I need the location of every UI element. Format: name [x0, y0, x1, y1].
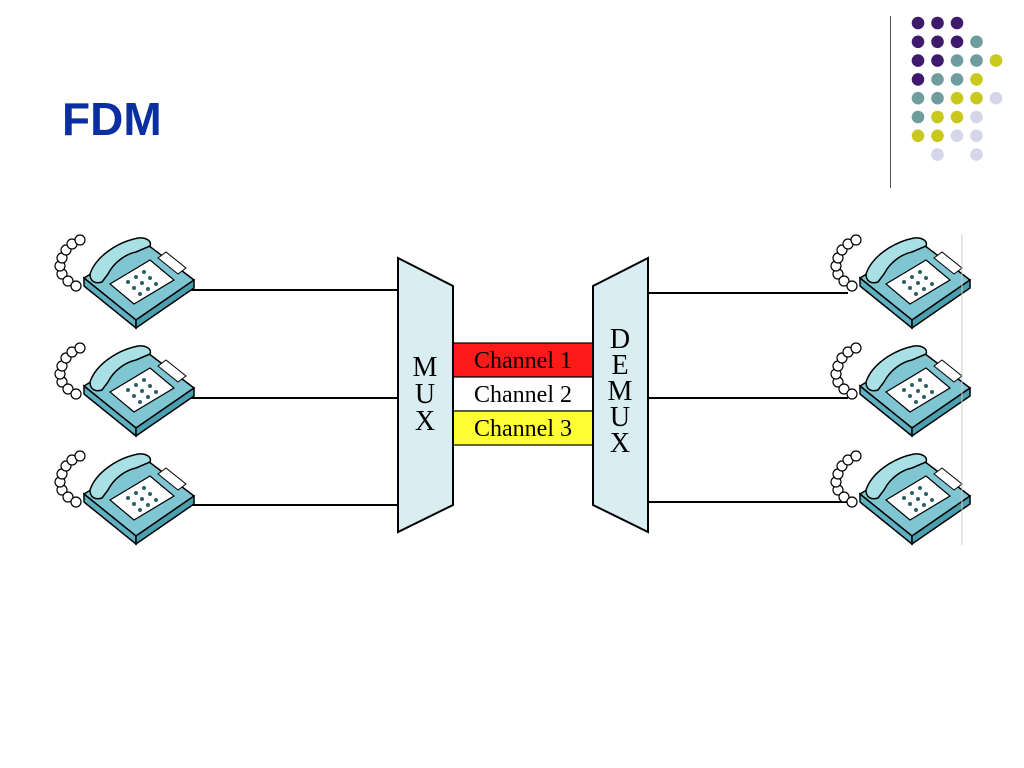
mux-letter: X — [415, 406, 435, 437]
demux-letter: M — [608, 376, 633, 407]
telephone-icon — [54, 342, 195, 437]
telephone-icon — [54, 450, 195, 545]
decorative-dot — [970, 91, 983, 105]
channel-label-1: Channel 1 — [474, 348, 572, 374]
decorative-dot — [950, 54, 964, 67]
demux-letter: X — [610, 428, 630, 459]
demux-letter: D — [610, 324, 630, 355]
demux-block — [592, 256, 649, 534]
decorative-dot — [911, 54, 925, 67]
channel-label-2: Channel 2 — [474, 382, 572, 408]
decorative-dot — [911, 91, 925, 105]
decorative-dot — [970, 110, 983, 124]
channel-band-3 — [452, 410, 594, 446]
mux-letter: U — [415, 379, 435, 410]
mux-block — [397, 256, 454, 534]
decorative-dot — [970, 35, 983, 49]
decorative-dot — [931, 129, 944, 143]
decorative-dot-grid — [911, 16, 1003, 161]
decorative-dot — [970, 129, 983, 143]
title-divider — [890, 16, 891, 188]
decorative-dot — [950, 91, 964, 105]
channel-label-3: Channel 3 — [474, 416, 572, 442]
decorative-dot — [931, 35, 944, 49]
decorative-dot — [950, 73, 964, 86]
telephone-icon — [830, 450, 971, 545]
decorative-dot — [911, 129, 925, 143]
decorative-dot — [931, 54, 944, 67]
mux-letter: M — [413, 352, 438, 383]
telephone-icon — [830, 342, 971, 437]
telephone-icon — [830, 234, 971, 329]
decorative-dot — [911, 73, 925, 86]
decorative-dot — [950, 110, 964, 124]
decorative-dot — [911, 110, 925, 124]
telephone-icon — [54, 234, 195, 329]
decorative-dot — [931, 73, 944, 86]
decorative-dot — [931, 91, 944, 105]
decorative-dot — [989, 54, 1003, 67]
decorative-dot — [989, 91, 1003, 105]
decorative-dot — [950, 35, 964, 49]
slide-title: FDM — [62, 93, 162, 145]
decorative-dot — [950, 129, 964, 143]
decorative-dot — [970, 54, 983, 67]
decorative-dot — [970, 148, 983, 161]
decorative-dot — [911, 35, 925, 49]
decorative-dot — [970, 73, 983, 86]
demux-letter: U — [610, 402, 630, 433]
decorative-dot — [931, 16, 944, 30]
decorative-dot — [931, 110, 944, 124]
demux-letter: E — [611, 350, 628, 381]
decorative-dot — [911, 16, 925, 30]
decorative-dot — [950, 16, 964, 30]
decorative-dot — [931, 148, 944, 161]
